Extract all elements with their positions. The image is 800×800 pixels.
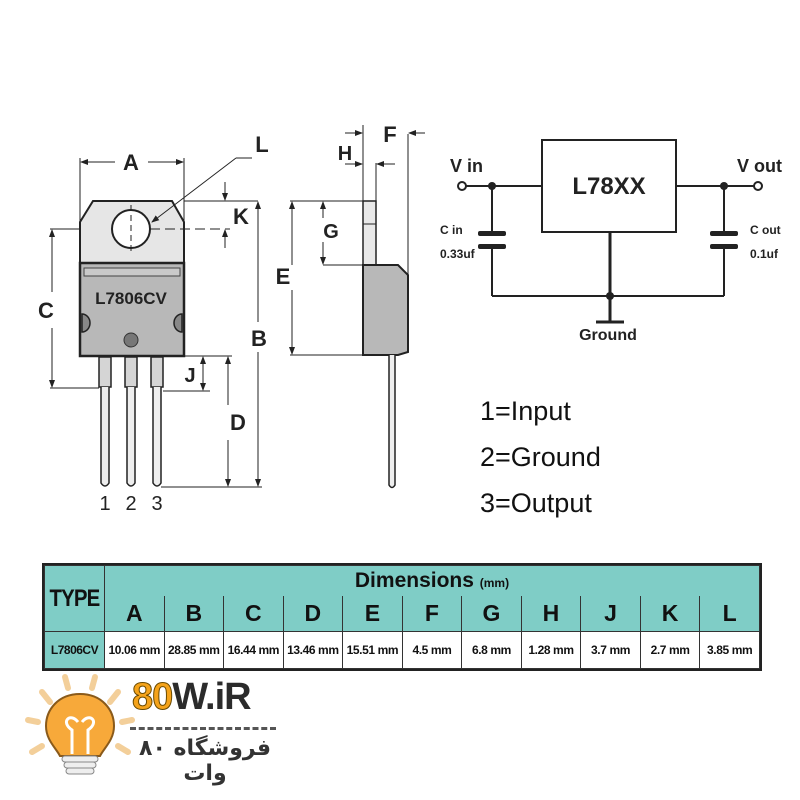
pin-number-1: 1 (99, 493, 110, 515)
col-header-f: F (401, 595, 463, 632)
vin-terminal (457, 181, 467, 191)
lead-1 (98, 356, 112, 487)
logo-divider (130, 727, 276, 730)
dim-label-k: K (233, 204, 249, 229)
vout-label: V out (737, 156, 782, 176)
dim-label-j: J (184, 365, 195, 387)
cell-a: 10.06 mm (104, 631, 165, 669)
lead-2 (124, 356, 138, 487)
col-header-k: K (639, 595, 701, 632)
pinout-item-3: 3=Output (480, 488, 592, 518)
cout-capacitor (710, 231, 738, 236)
application-circuit: L78XX V in V out C in 0.33uf C out 0.1uf… (440, 139, 782, 344)
table-row: L7806CV 10.06 mm 28.85 mm 16.44 mm 13.46… (44, 631, 760, 669)
col-header-b: B (163, 595, 225, 632)
cin-value: 0.33uf (440, 247, 476, 261)
pin-number-3: 3 (151, 493, 162, 515)
lead-3 (150, 356, 164, 487)
logo-wordmark: 80W.iR (131, 676, 251, 719)
cell-e: 15.51 mm (342, 631, 403, 669)
vout-terminal (753, 181, 763, 191)
cell-k: 2.7 mm (639, 631, 701, 669)
type-header: TYPE (44, 565, 105, 632)
col-header-c: C (223, 595, 284, 632)
cin-capacitor (478, 231, 506, 236)
dimensions-header: Dimensions (mm) (104, 565, 760, 596)
dim-label-f: F (383, 122, 396, 147)
side-body (362, 264, 409, 356)
dim-label-d: D (230, 410, 246, 435)
col-header-l: L (699, 595, 760, 632)
dim-label-a: A (123, 150, 139, 175)
col-header-j: J (580, 595, 641, 632)
vin-label: V in (450, 156, 483, 176)
part-marking: L7806CV (95, 289, 167, 308)
pinout-legend: 1=Input 2=Ground 3=Output (480, 388, 601, 526)
cell-b: 28.85 mm (163, 631, 225, 669)
side-tab (362, 200, 377, 266)
regulator-label: L78XX (572, 173, 645, 200)
package-front-view: L7806CV 1 2 3 A L K (38, 132, 269, 515)
row-type: L7806CV (44, 631, 105, 669)
cout-value: 0.1uf (750, 247, 779, 261)
dim-label-h: H (338, 143, 352, 165)
col-header-a: A (104, 595, 165, 632)
unit-label: (mm) (479, 575, 510, 590)
pinout-item-2: 2=Ground (480, 442, 601, 472)
cell-c: 16.44 mm (223, 631, 284, 669)
cell-f: 4.5 mm (401, 631, 463, 669)
cell-j: 3.7 mm (580, 631, 641, 669)
cout-label: C out (750, 223, 781, 237)
ground-label: Ground (579, 327, 637, 344)
dim-label-l: L (255, 132, 268, 157)
diagram-canvas: L7806CV 1 2 3 A L K (38, 122, 782, 515)
cell-d: 13.46 mm (282, 631, 344, 669)
pin-number-2: 2 (125, 493, 136, 515)
pinout-item-1: 1=Input (480, 396, 571, 426)
dim-label-c: C (38, 298, 54, 323)
cin-label: C in (440, 223, 463, 237)
logo-subtitle: فروشگاه ۸۰ وات (139, 736, 271, 786)
lightbulb-logo-icon (25, 674, 135, 775)
cell-l: 3.85 mm (699, 631, 760, 669)
dim-label-e: E (276, 264, 291, 289)
dimensions-table: TYPE Dimensions (mm) A B C D E F G H J K… (42, 563, 762, 671)
cell-g: 6.8 mm (461, 631, 522, 669)
cell-h: 1.28 mm (520, 631, 582, 669)
dim-label-b: B (251, 326, 267, 351)
dim-label-g: G (323, 221, 339, 243)
col-header-d: D (282, 595, 344, 632)
col-header-e: E (342, 595, 403, 632)
col-header-h: H (520, 595, 582, 632)
col-header-g: G (461, 595, 522, 632)
side-lead (388, 355, 396, 489)
package-side-view: F H G E (276, 122, 425, 489)
